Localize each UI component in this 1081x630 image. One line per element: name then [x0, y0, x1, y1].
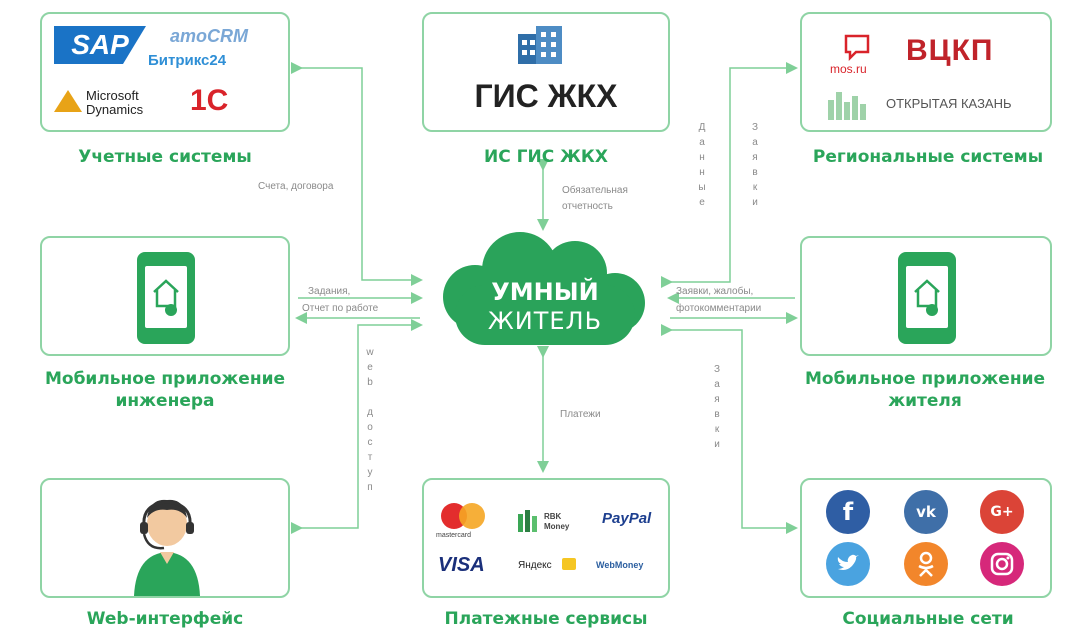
- amocrm-logo: amoCRM: [170, 26, 249, 46]
- accounting-caption: Учетные системы: [78, 147, 252, 167]
- gis-caption: ИС ГИС ЖКХ: [484, 147, 608, 167]
- payments-caption: Платежные сервисы: [444, 609, 648, 629]
- center-title-line1: УМНЫЙ: [491, 278, 599, 306]
- accounting-box: SAP amoCRM Битрикс24 Microsoft Dynamics …: [40, 12, 290, 132]
- edge-regional: [661, 62, 798, 288]
- mastercard-label: mastercard: [436, 532, 472, 539]
- bitrix24-logo: Битрикс24: [148, 52, 227, 69]
- edge-label-resident-line2: фотокомментарии: [676, 303, 762, 314]
- mosru-label: mos.ru: [830, 62, 867, 76]
- dynamics-label: Dynamics: [86, 102, 144, 117]
- resident-caption-line1: Мобильное приложение: [804, 369, 1046, 389]
- building-icon: [518, 26, 562, 64]
- edge-label-resident-line1: Заявки, жалобы,: [676, 286, 754, 297]
- social-caption: Социальные сети: [842, 609, 1014, 629]
- edge-label-engineer-line2: Отчет по работе: [302, 303, 379, 314]
- twitter-bird-icon: [837, 554, 859, 570]
- kazan-label: ОТКРЫТАЯ КАЗАНЬ: [886, 96, 1012, 111]
- edge-label-accounting: Счета, договора: [258, 181, 334, 192]
- engineer-caption-line1: Мобильное приложение: [44, 369, 286, 389]
- edge-web: [291, 319, 423, 534]
- center-title-line2: ЖИТЕЛЬ: [487, 307, 603, 335]
- edge-social: [661, 324, 798, 534]
- engineer-caption-line2: инженера: [115, 391, 215, 411]
- cloud-shape: [443, 232, 645, 345]
- googleplus-icon[interactable]: G+: [980, 490, 1024, 534]
- twitter-icon[interactable]: [826, 542, 870, 586]
- webmoney-label: WebMoney: [596, 560, 644, 570]
- social-box: f vk G+: [800, 478, 1052, 598]
- facebook-icon[interactable]: f: [826, 490, 870, 534]
- resident-phone-icon: [898, 252, 956, 344]
- microsoft-label: Microsoft: [86, 88, 139, 103]
- edge-label-gis-line1: Обязательная: [562, 185, 628, 196]
- vckp-logo: ВЦКП: [906, 34, 994, 67]
- rbk-label: RBK Money: [544, 512, 570, 531]
- dynamics-icon: [54, 90, 82, 112]
- web-box: [40, 478, 290, 598]
- regional-caption: Региональные системы: [812, 147, 1044, 167]
- engineer-phone-icon: [137, 252, 195, 344]
- 1c-logo: 1С: [190, 84, 229, 117]
- edge-label-payments: Платежи: [560, 409, 601, 420]
- gis-box: ГИС ЖКХ: [422, 12, 670, 132]
- rbk-icon: [518, 510, 540, 532]
- vk-icon[interactable]: vk: [904, 490, 948, 534]
- resident-caption-line2: жителя: [888, 391, 962, 411]
- yandex-icon: [562, 558, 576, 570]
- ok-figure-icon: [918, 551, 934, 577]
- instagram-icon[interactable]: [980, 542, 1024, 586]
- visa-logo: VISA: [438, 554, 485, 576]
- instagram-camera-icon: [990, 552, 1014, 576]
- mosru-icon: [844, 34, 870, 62]
- gis-logo-text: ГИС ЖКХ: [474, 78, 618, 114]
- paypal-logo: PayPal: [602, 510, 652, 527]
- resident-app-box: [800, 236, 1052, 356]
- kazan-icon: [828, 92, 866, 120]
- regional-box: mos.ru ВЦКП ОТКРЫТАЯ КАЗАНЬ: [800, 12, 1052, 132]
- house-hand-icon: [914, 279, 940, 316]
- edge-label-gis-line2: отчетность: [562, 201, 613, 212]
- web-caption: Web-интерфейс: [86, 609, 244, 629]
- sap-logo: SAP: [54, 26, 146, 64]
- edge-accounting: [291, 62, 423, 286]
- mastercard-icon: [441, 503, 485, 529]
- odnoklassniki-icon[interactable]: [904, 542, 948, 586]
- edge-label-engineer-line1: Задания,: [308, 286, 351, 297]
- operator-icon: [134, 499, 200, 596]
- payments-box: mastercard RBK Money PayPal VISA Яндекс …: [422, 478, 670, 598]
- yandex-label: Яндекс: [518, 560, 552, 571]
- engineer-app-box: [40, 236, 290, 356]
- house-hand-icon: [153, 279, 179, 316]
